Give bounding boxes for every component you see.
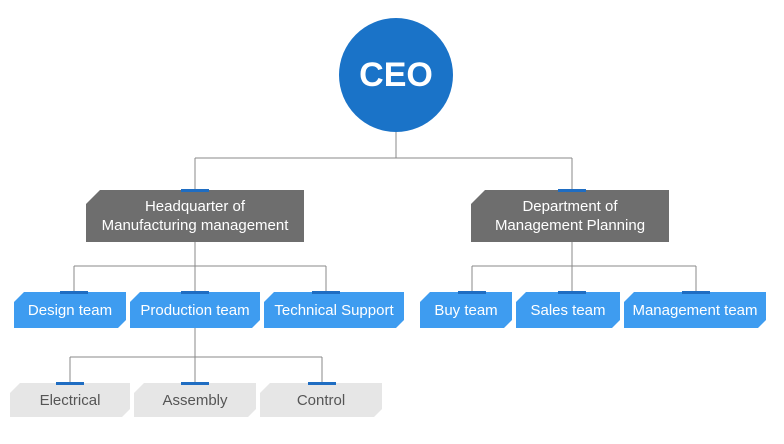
connector-tick (558, 189, 586, 192)
connector-tick (181, 189, 209, 192)
team-label: Design team (27, 301, 113, 319)
connector-tick (60, 291, 88, 294)
unit-label: Control (296, 391, 346, 409)
ceo-node: CEO (339, 18, 453, 132)
team-management: Management team (624, 292, 766, 328)
ceo-label: CEO (359, 55, 433, 94)
team-label: Buy team (434, 301, 498, 319)
unit-assembly: Assembly (134, 383, 256, 417)
unit-label: Electrical (39, 391, 101, 409)
team-label: Technical Support (274, 301, 394, 319)
team-buy: Buy team (420, 292, 512, 328)
connector-tick (181, 291, 209, 294)
connector-tick (56, 382, 84, 385)
connector-tick (308, 382, 336, 385)
team-technical-support: Technical Support (264, 292, 404, 328)
unit-label: Assembly (162, 391, 228, 409)
planning-connector (471, 242, 697, 292)
team-design: Design team (14, 292, 126, 328)
division-planning: Department of Management Planning (471, 190, 669, 242)
connector-tick (682, 291, 710, 294)
division-manufacturing: Headquarter of Manufacturing management (86, 190, 304, 242)
division-label-line1: Department of (522, 198, 618, 215)
connector-tick (312, 291, 340, 294)
team-label: Sales team (530, 301, 606, 319)
division-label-line1: Headquarter of (144, 198, 246, 215)
connector-tick (558, 291, 586, 294)
unit-control: Control (260, 383, 382, 417)
ceo-connector (194, 132, 573, 190)
team-sales: Sales team (516, 292, 620, 328)
connector-tick (458, 291, 486, 294)
division-label-line2: Manufacturing management (101, 217, 289, 234)
team-label: Production team (140, 301, 250, 319)
division-label-line2: Management Planning (494, 217, 646, 234)
unit-electrical: Electrical (10, 383, 130, 417)
connector-tick (181, 382, 209, 385)
team-production: Production team (130, 292, 260, 328)
team-label: Management team (632, 301, 758, 319)
hq-connector (73, 242, 327, 292)
production-connector (69, 328, 323, 383)
